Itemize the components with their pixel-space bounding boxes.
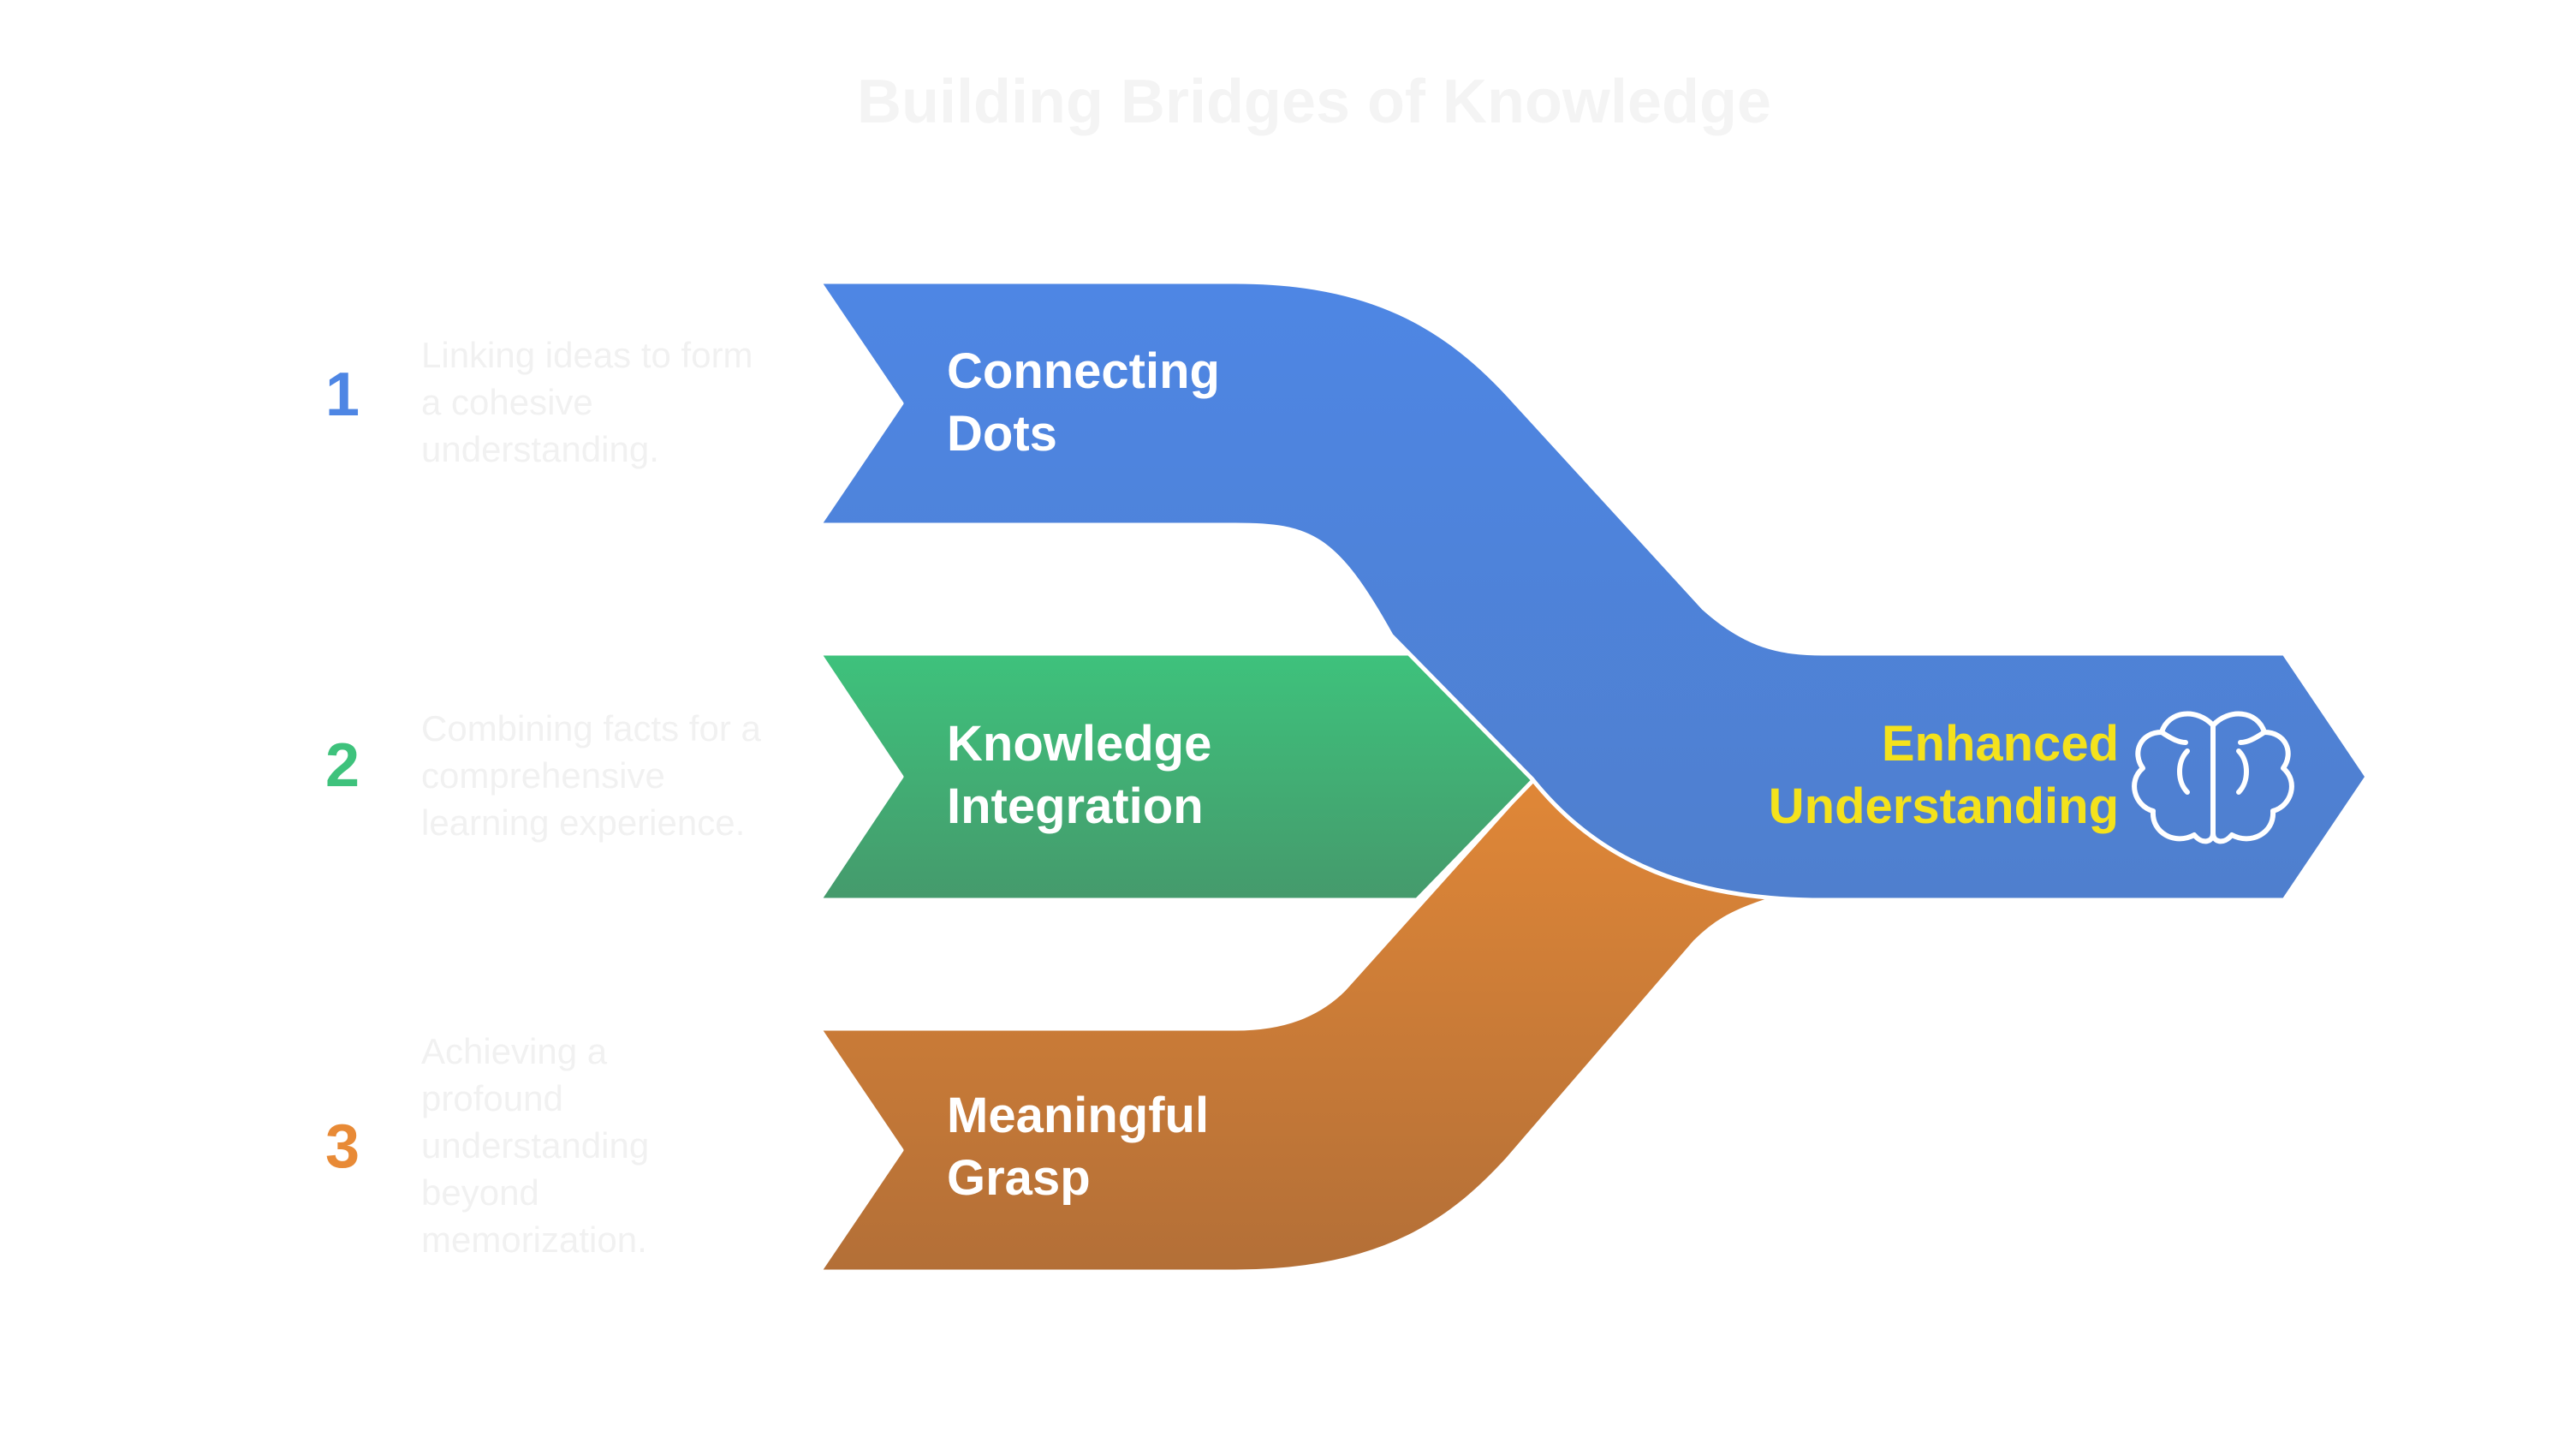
step-description-2: Combining facts for a comprehensive lear… (421, 708, 761, 843)
band-connecting-dots (817, 279, 2370, 903)
step-number-3: 3 (324, 1112, 360, 1181)
step-number-2: 2 (324, 731, 360, 800)
step-label-connecting-dots: Connecting Dots (947, 343, 1220, 462)
step-label-meaningful-grasp: Meaningful Grasp (947, 1088, 1210, 1206)
step-number-1: 1 (324, 361, 360, 429)
brain-icon (2132, 711, 2294, 844)
step-description-1: Linking ideas to form a cohesive underst… (421, 335, 753, 469)
outcome-label: Enhanced Understanding (1768, 716, 2119, 834)
step-label-knowledge-integration: Knowledge Integration (947, 716, 1212, 834)
step-description-3: Achieving a profound understanding beyon… (421, 1031, 650, 1260)
band-meaningful-grasp (817, 777, 1777, 1274)
page-title: Building Bridges of Knowledge (857, 68, 1771, 136)
